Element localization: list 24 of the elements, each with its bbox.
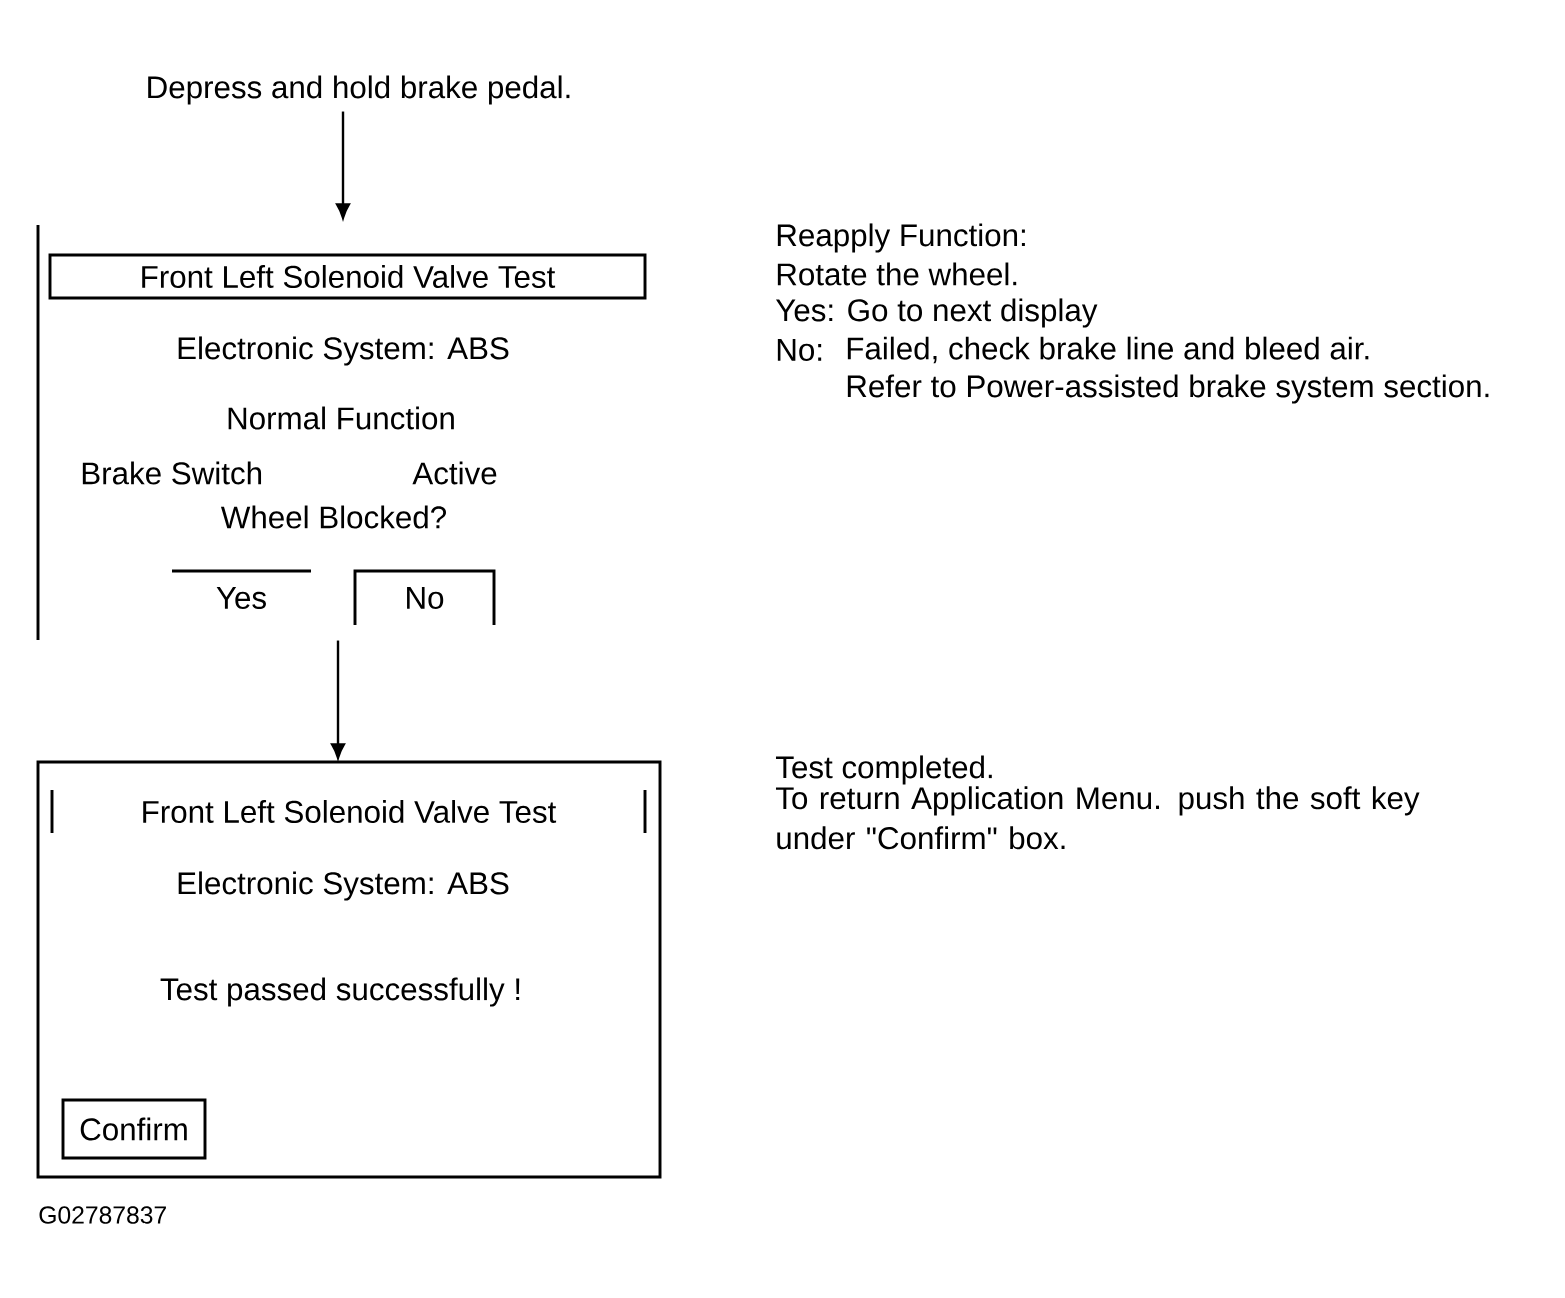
title-box: Front Left Solenoid Valve Test — [48, 253, 647, 300]
screen-text: Electronic System: ABS — [178, 336, 509, 366]
arrow — [336, 111, 350, 219]
screen-text: Test passed successfully ! — [160, 977, 520, 1007]
instruction-text: Depress and hold brake pedal. — [148, 75, 570, 105]
screen-text: Active — [412, 461, 497, 485]
note-text: No: — [777, 339, 822, 361]
button: Confirm — [61, 1098, 207, 1160]
note-text: To return Application Menu. push the soft key under "Confirm" box. — [776, 786, 1420, 850]
screen-text: Wheel Blocked? — [220, 505, 446, 529]
note-text: Rotate the wheel. — [777, 262, 1017, 286]
note-text: Reapply Function: — [777, 223, 1025, 253]
note-text: Failed, check brake line and bleed air. — [847, 336, 1369, 364]
arrow — [331, 640, 345, 759]
figure-id: G02787837 — [39, 1206, 166, 1224]
screen-text: Normal Function — [228, 406, 454, 430]
note-text: Refer to Power-assisted brake system section. — [847, 374, 1489, 404]
soft-key: No — [353, 569, 496, 625]
screen-text: Brake Switch — [82, 461, 262, 485]
title-bar: Front Left Solenoid Valve Test — [50, 790, 647, 833]
note-text: Test completed. — [776, 755, 992, 785]
screen-text: Electronic System: ABS — [178, 871, 509, 901]
note-text: Yes: Go to next display — [775, 298, 1098, 328]
soft-key: Yes — [172, 569, 311, 609]
